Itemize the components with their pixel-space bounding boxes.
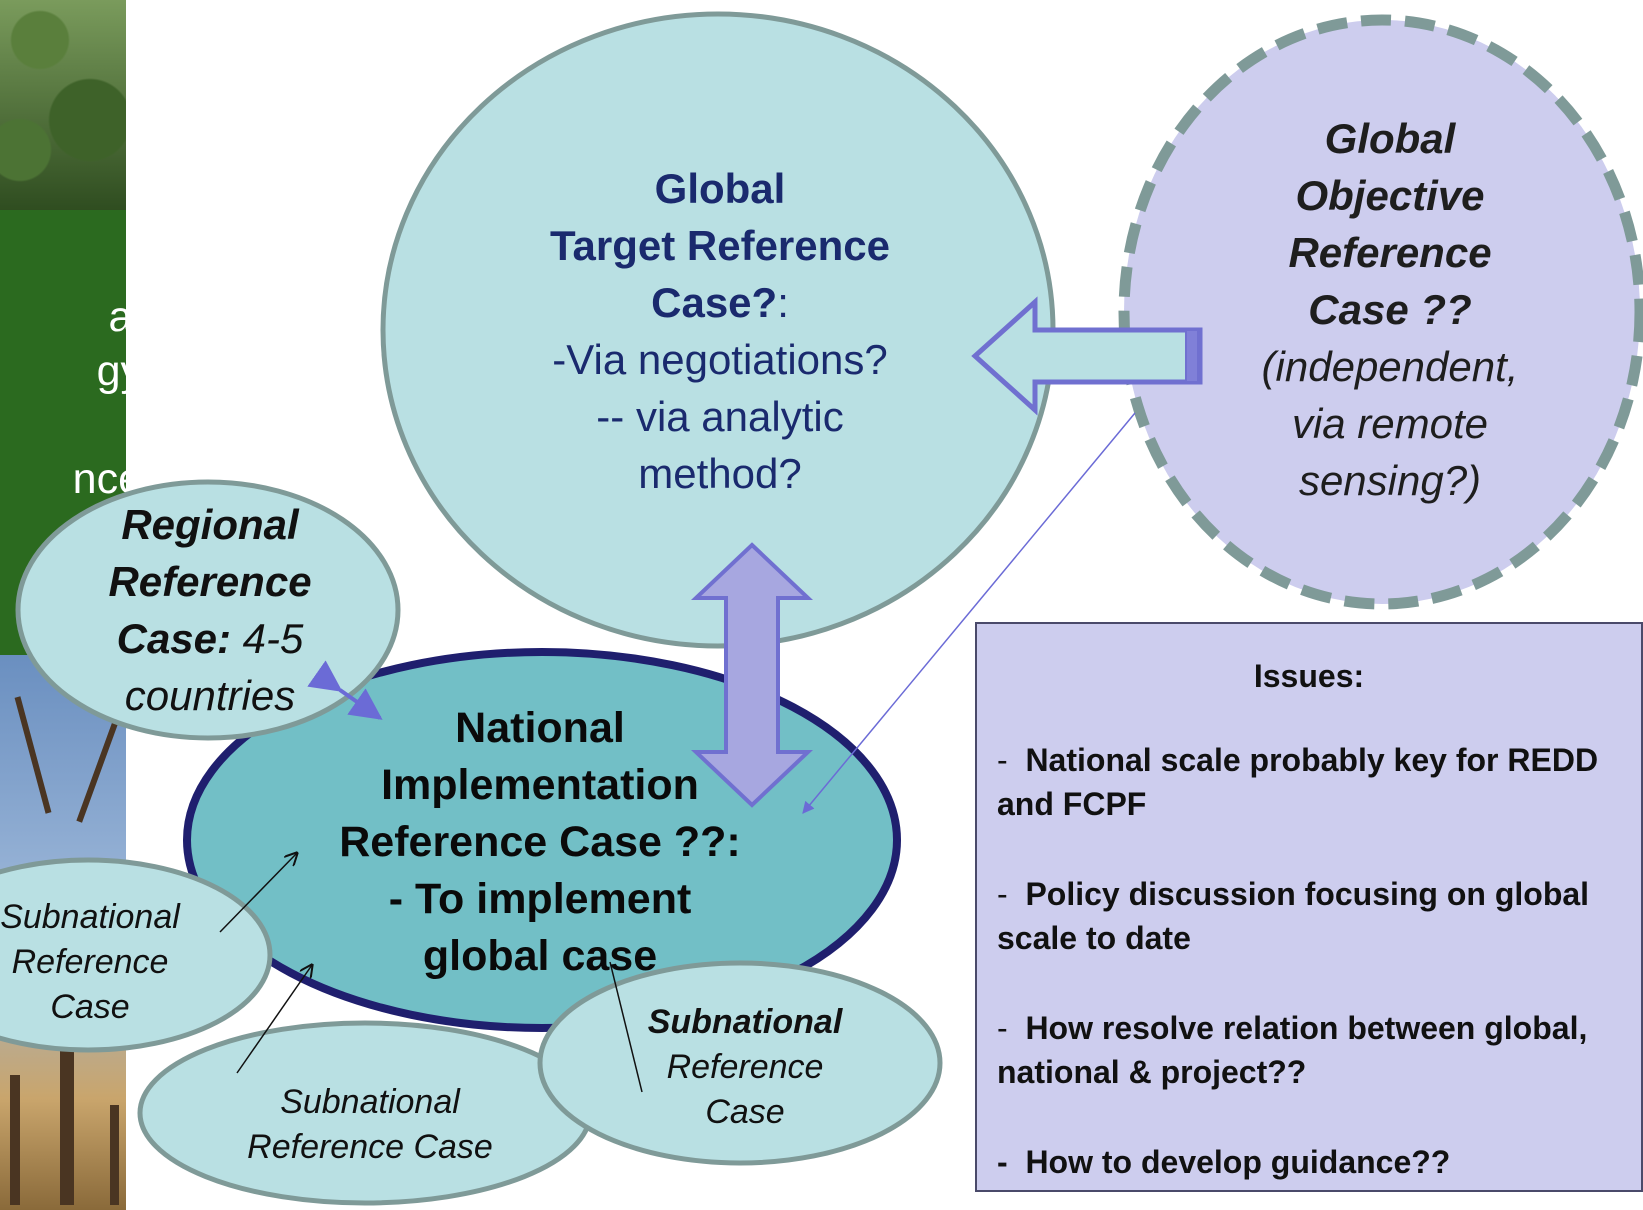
subnational-right-bubble <box>537 960 943 1166</box>
regional-text: Regional Reference Case: 4-5 countries <box>108 501 312 719</box>
forest-photo <box>0 0 126 210</box>
regional-bubble <box>15 479 401 741</box>
issue-item: - How resolve relation between global, n… <box>997 1010 1588 1090</box>
side-text-line: al <box>108 293 126 341</box>
subnational-left-text: Subnational Reference Case <box>0 898 180 1026</box>
national-text: National Implementation Reference Case ?… <box>339 704 741 980</box>
sub-left-arrow <box>219 853 297 933</box>
global-objective-bubble <box>1118 14 1643 610</box>
objective-to-national-arrow <box>802 412 1136 814</box>
issues-title: Issues: <box>1253 658 1365 694</box>
subnational-bottom-text: Subnational Reference Case <box>247 1083 493 1166</box>
global-target-text: Global Target Reference Case?: -Via nego… <box>549 165 891 497</box>
arrow-tail-bar <box>1185 329 1199 383</box>
left-block-arrow <box>971 296 1203 416</box>
subnational-right-text: Subnational Reference Case <box>647 1003 843 1131</box>
issue-item: - Policy discussion focusing on global s… <box>997 876 1590 956</box>
vertical-double-arrow <box>690 542 814 808</box>
subnational-left-bubble <box>0 857 273 1053</box>
issues-box: Issues: - National scale probably key fo… <box>975 622 1643 1192</box>
side-text-line: gy <box>96 347 126 395</box>
global-objective-text: Global Objective Reference Case ?? (inde… <box>1261 115 1519 504</box>
issue-item: - National scale probably key for REDD a… <box>997 742 1599 822</box>
sub-right-line <box>609 961 643 1093</box>
regional-national-arrow <box>307 660 383 720</box>
issue-item: - How to develop guidance?? <box>997 1144 1451 1180</box>
sub-bottom-arrow <box>236 965 312 1074</box>
national-bubble <box>183 648 901 1032</box>
